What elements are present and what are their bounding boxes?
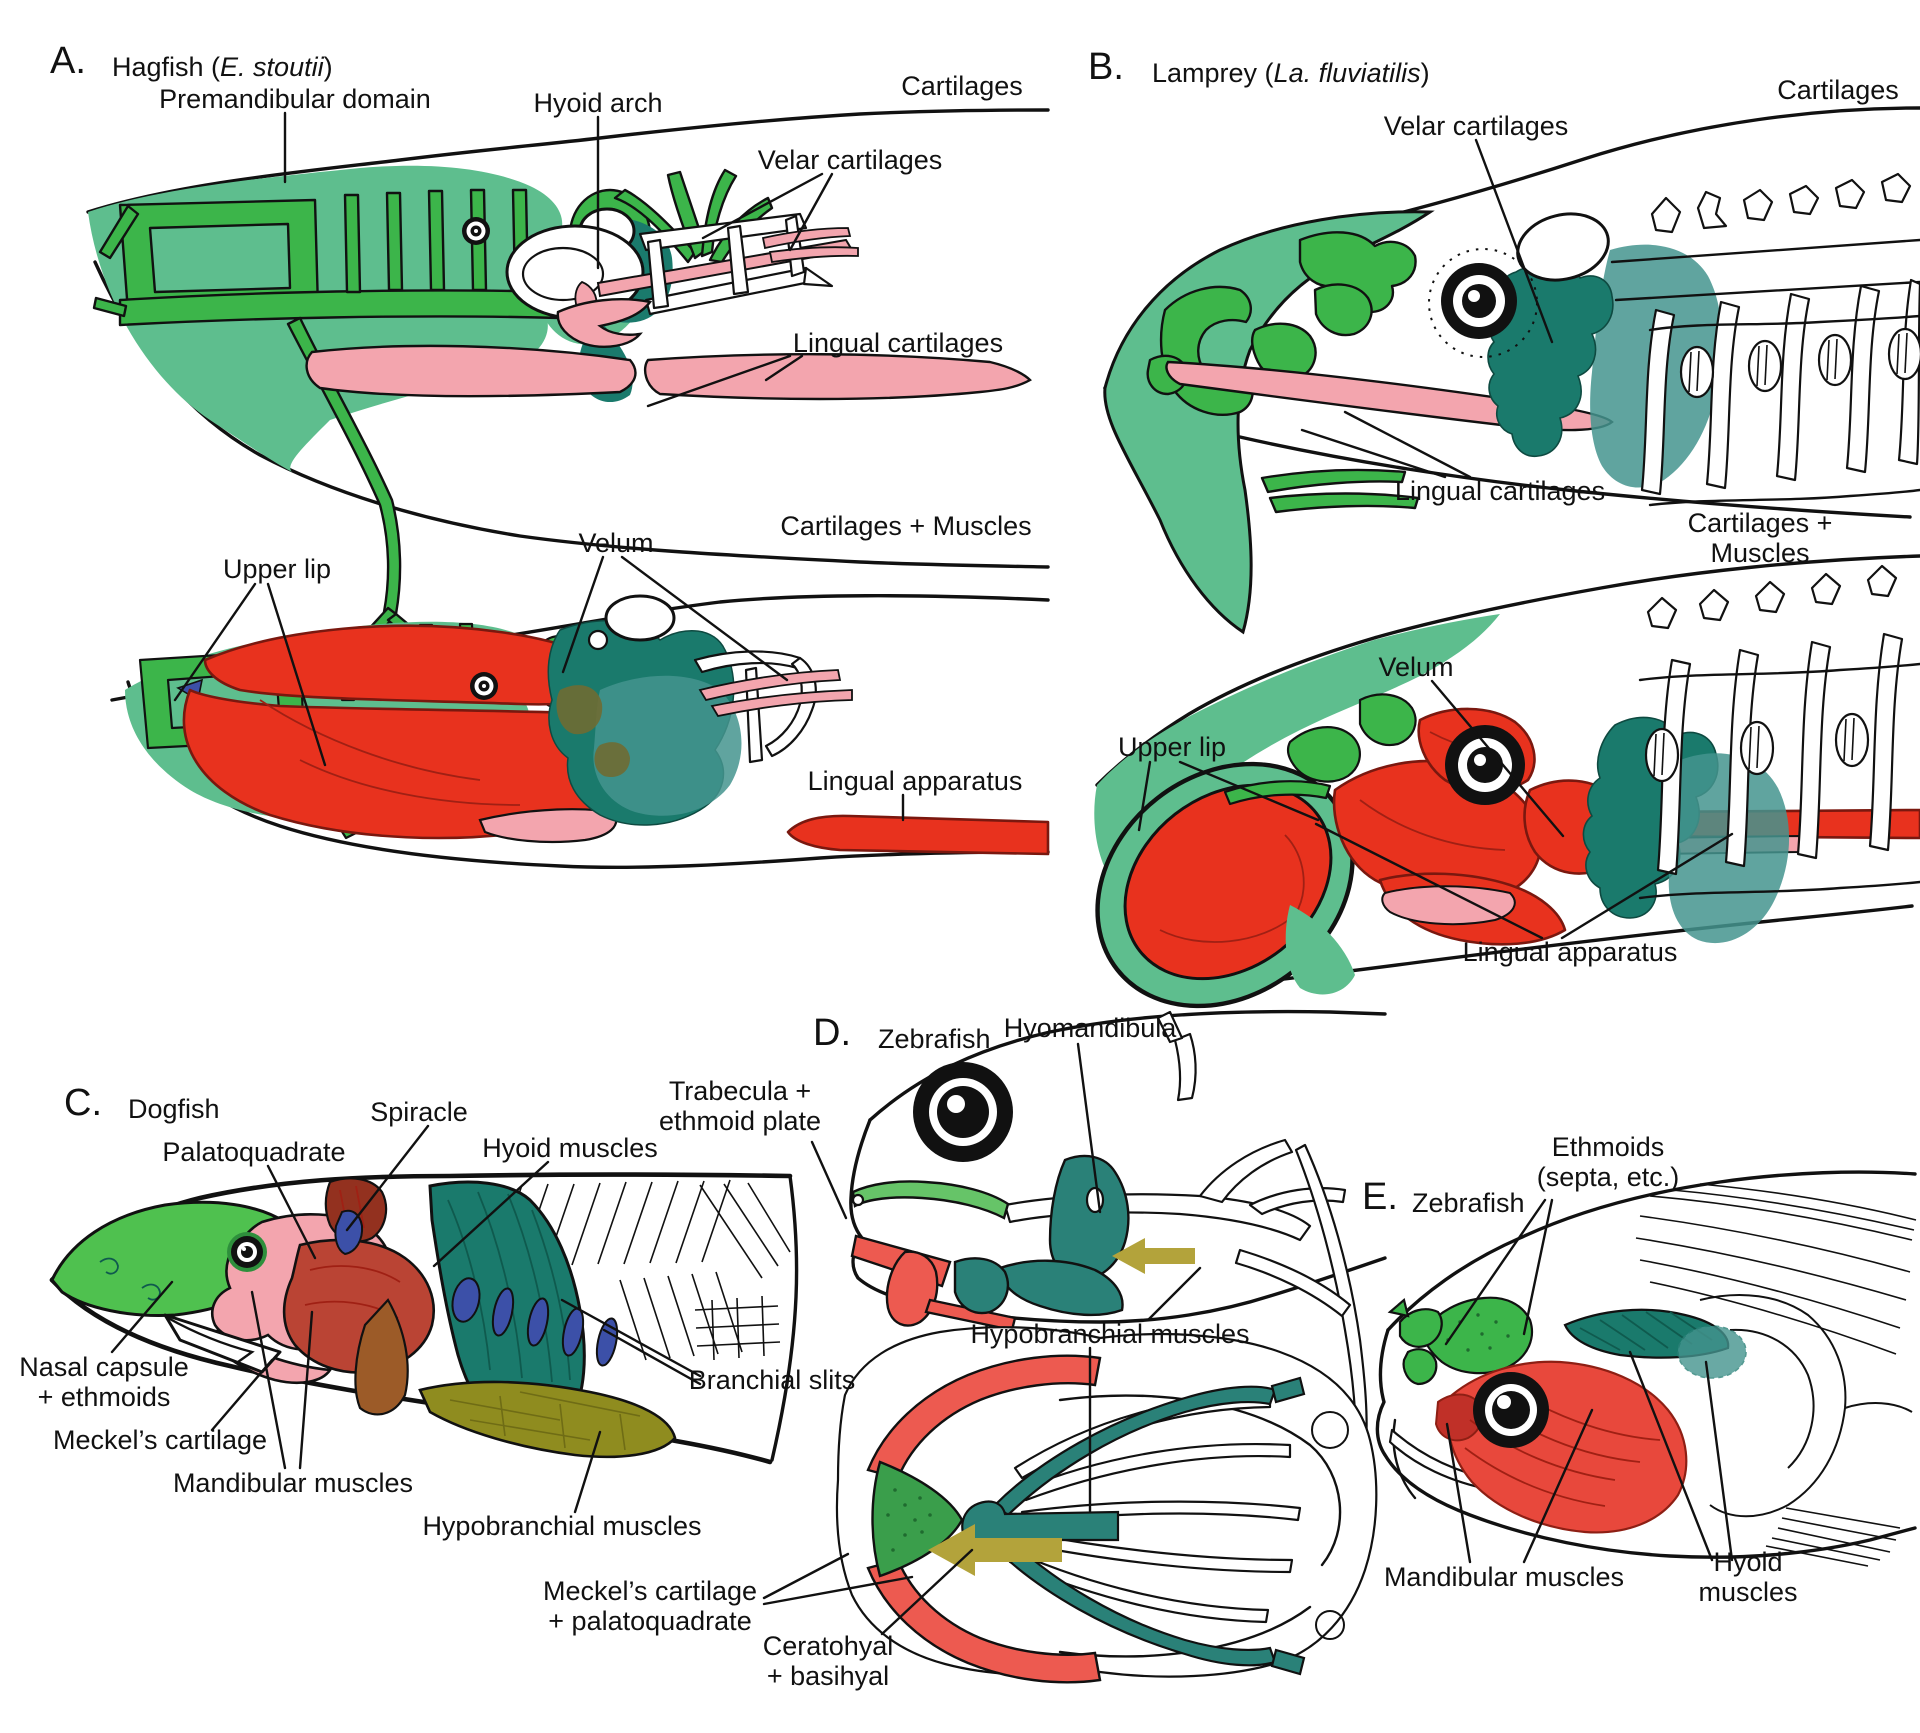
panel-b-letter: B. (1088, 46, 1124, 88)
label-meckels-palatoquadrate-d: Meckel’s cartilage + palatoquadrate (542, 1575, 758, 1636)
label-hypobranchial-muscles-c: Hypobranchial muscles (422, 1510, 702, 1541)
label-hyomandibula: Hyomandibula (1003, 1012, 1177, 1043)
label-ceratohyal-basihyal: Ceratohyal + basihyal (762, 1630, 894, 1691)
label-nasal-capsule-ethmoids: Nasal capsule + ethmoids (19, 1351, 189, 1412)
hagfish-eye-icon (462, 217, 490, 245)
panel-b-title-suffix: ) (1420, 58, 1430, 88)
label-velum-a: Velum (578, 527, 654, 558)
label-spiracle: Spiracle (370, 1096, 468, 1127)
panel-b-title-prefix: Lamprey ( (1152, 58, 1274, 88)
label-hypobranchial-muscles-d: Hypobranchial muscles (970, 1318, 1250, 1349)
caption-cartilages-muscles-a: Cartilages + Muscles (780, 510, 1032, 541)
dogfish-drawing (49, 1124, 799, 1514)
label-upper-lip-a: Upper lip (222, 553, 332, 584)
panel-c-letter: C. (64, 1082, 102, 1124)
label-trabecula-ethmoid-plate: Trabecula + ethmoid plate (658, 1075, 822, 1136)
lamprey-eye-icon (1441, 263, 1517, 339)
label-velum-b: Velum (1378, 651, 1454, 682)
hagfish-eye-icon-lower (470, 672, 498, 700)
panel-a-species: E. stoutii (220, 52, 324, 82)
panel-b-top-leaders (1300, 138, 1554, 479)
zebrafish-muscles-eye-icon (1473, 1372, 1549, 1448)
label-hyoid-muscles-e: Hyoid muscles (1698, 1546, 1798, 1607)
label-meckels-cartilage-c: Meckel’s cartilage (52, 1424, 268, 1455)
label-lingual-apparatus-b: Lingual apparatus (1462, 936, 1678, 967)
panel-c-leaders (110, 1124, 702, 1514)
label-premandibular-domain: Premandibular domain (159, 83, 431, 114)
panel-d-bottom-leaders (762, 1266, 1202, 1636)
dogfish-eye-icon (227, 1232, 267, 1272)
lamprey-muscles-drawing (1094, 554, 1920, 1009)
label-hyoid-arch: Hyoid arch (533, 87, 663, 118)
label-palatoquadrate: Palatoquadrate (162, 1136, 346, 1167)
panel-b-bottom-leaders (1137, 679, 1734, 940)
panel-a-title: Hagfish (E. stoutii) (112, 52, 333, 83)
zebrafish-skeleton-eye-icon (913, 1062, 1013, 1162)
label-velar-cartilages-b: Velar cartilages (1383, 110, 1569, 141)
panel-b-title: Lamprey (La. fluviatilis) (1152, 58, 1430, 89)
panel-c-title: Dogfish (128, 1094, 220, 1124)
panel-e-leaders (1444, 1198, 1734, 1564)
label-mandibular-muscles-c: Mandibular muscles (172, 1467, 414, 1498)
label-mandibular-muscles-e: Mandibular muscles (1383, 1561, 1625, 1592)
label-ethmoids-septa: Ethmoids (septa, etc.) (1536, 1131, 1680, 1192)
panel-e-title: Zebrafish (1412, 1188, 1525, 1218)
label-branchial-slits: Branchial slits (688, 1364, 856, 1395)
panel-a-bottom-leaders (173, 555, 905, 822)
panel-e-letter: E. (1362, 1176, 1398, 1218)
lamprey-eye-icon-lower (1445, 725, 1525, 805)
panel-b-species: La. fluviatilis (1273, 58, 1421, 88)
panel-a-title-prefix: Hagfish ( (112, 52, 221, 82)
hagfish-muscles-drawing (110, 555, 1050, 869)
label-lingual-cartilages-a: Lingual cartilages (792, 327, 1004, 358)
label-hyoid-muscles-c: Hyoid muscles (482, 1132, 658, 1163)
label-velar-cartilages-a: Velar cartilages (757, 144, 943, 175)
caption-cartilages-a: Cartilages (901, 70, 1023, 101)
caption-cartilages-muscles-b: Cartilages + Muscles (1687, 507, 1833, 568)
panel-d-letter: D. (813, 1012, 851, 1054)
panel-a-letter: A. (50, 40, 86, 82)
panel-a-title-suffix: ) (323, 52, 333, 82)
zebrafish-skeleton-ventral-drawing (762, 1266, 1378, 1684)
zebrafish-skeleton-lateral-drawing (810, 1009, 1387, 1447)
label-upper-lip-b: Upper lip (1117, 731, 1227, 762)
label-lingual-cartilages-b: Lingual cartilages (1394, 475, 1606, 506)
lamprey-cartilages-drawing (1103, 106, 1920, 635)
anterior-shift-arrow-lateral (1112, 1238, 1195, 1274)
zebrafish-muscles-drawing (1375, 1170, 1917, 1567)
caption-cartilages-b: Cartilages (1777, 74, 1899, 105)
panel-d-title: Zebrafish (878, 1024, 991, 1054)
panel-a-top-leaders (283, 111, 834, 408)
anterior-shift-arrow-ventral (928, 1524, 1062, 1576)
panel-d-top-leaders (810, 1042, 1102, 1220)
label-lingual-apparatus-a: Lingual apparatus (807, 765, 1023, 796)
hagfish-cartilages-drawing (86, 108, 1050, 644)
